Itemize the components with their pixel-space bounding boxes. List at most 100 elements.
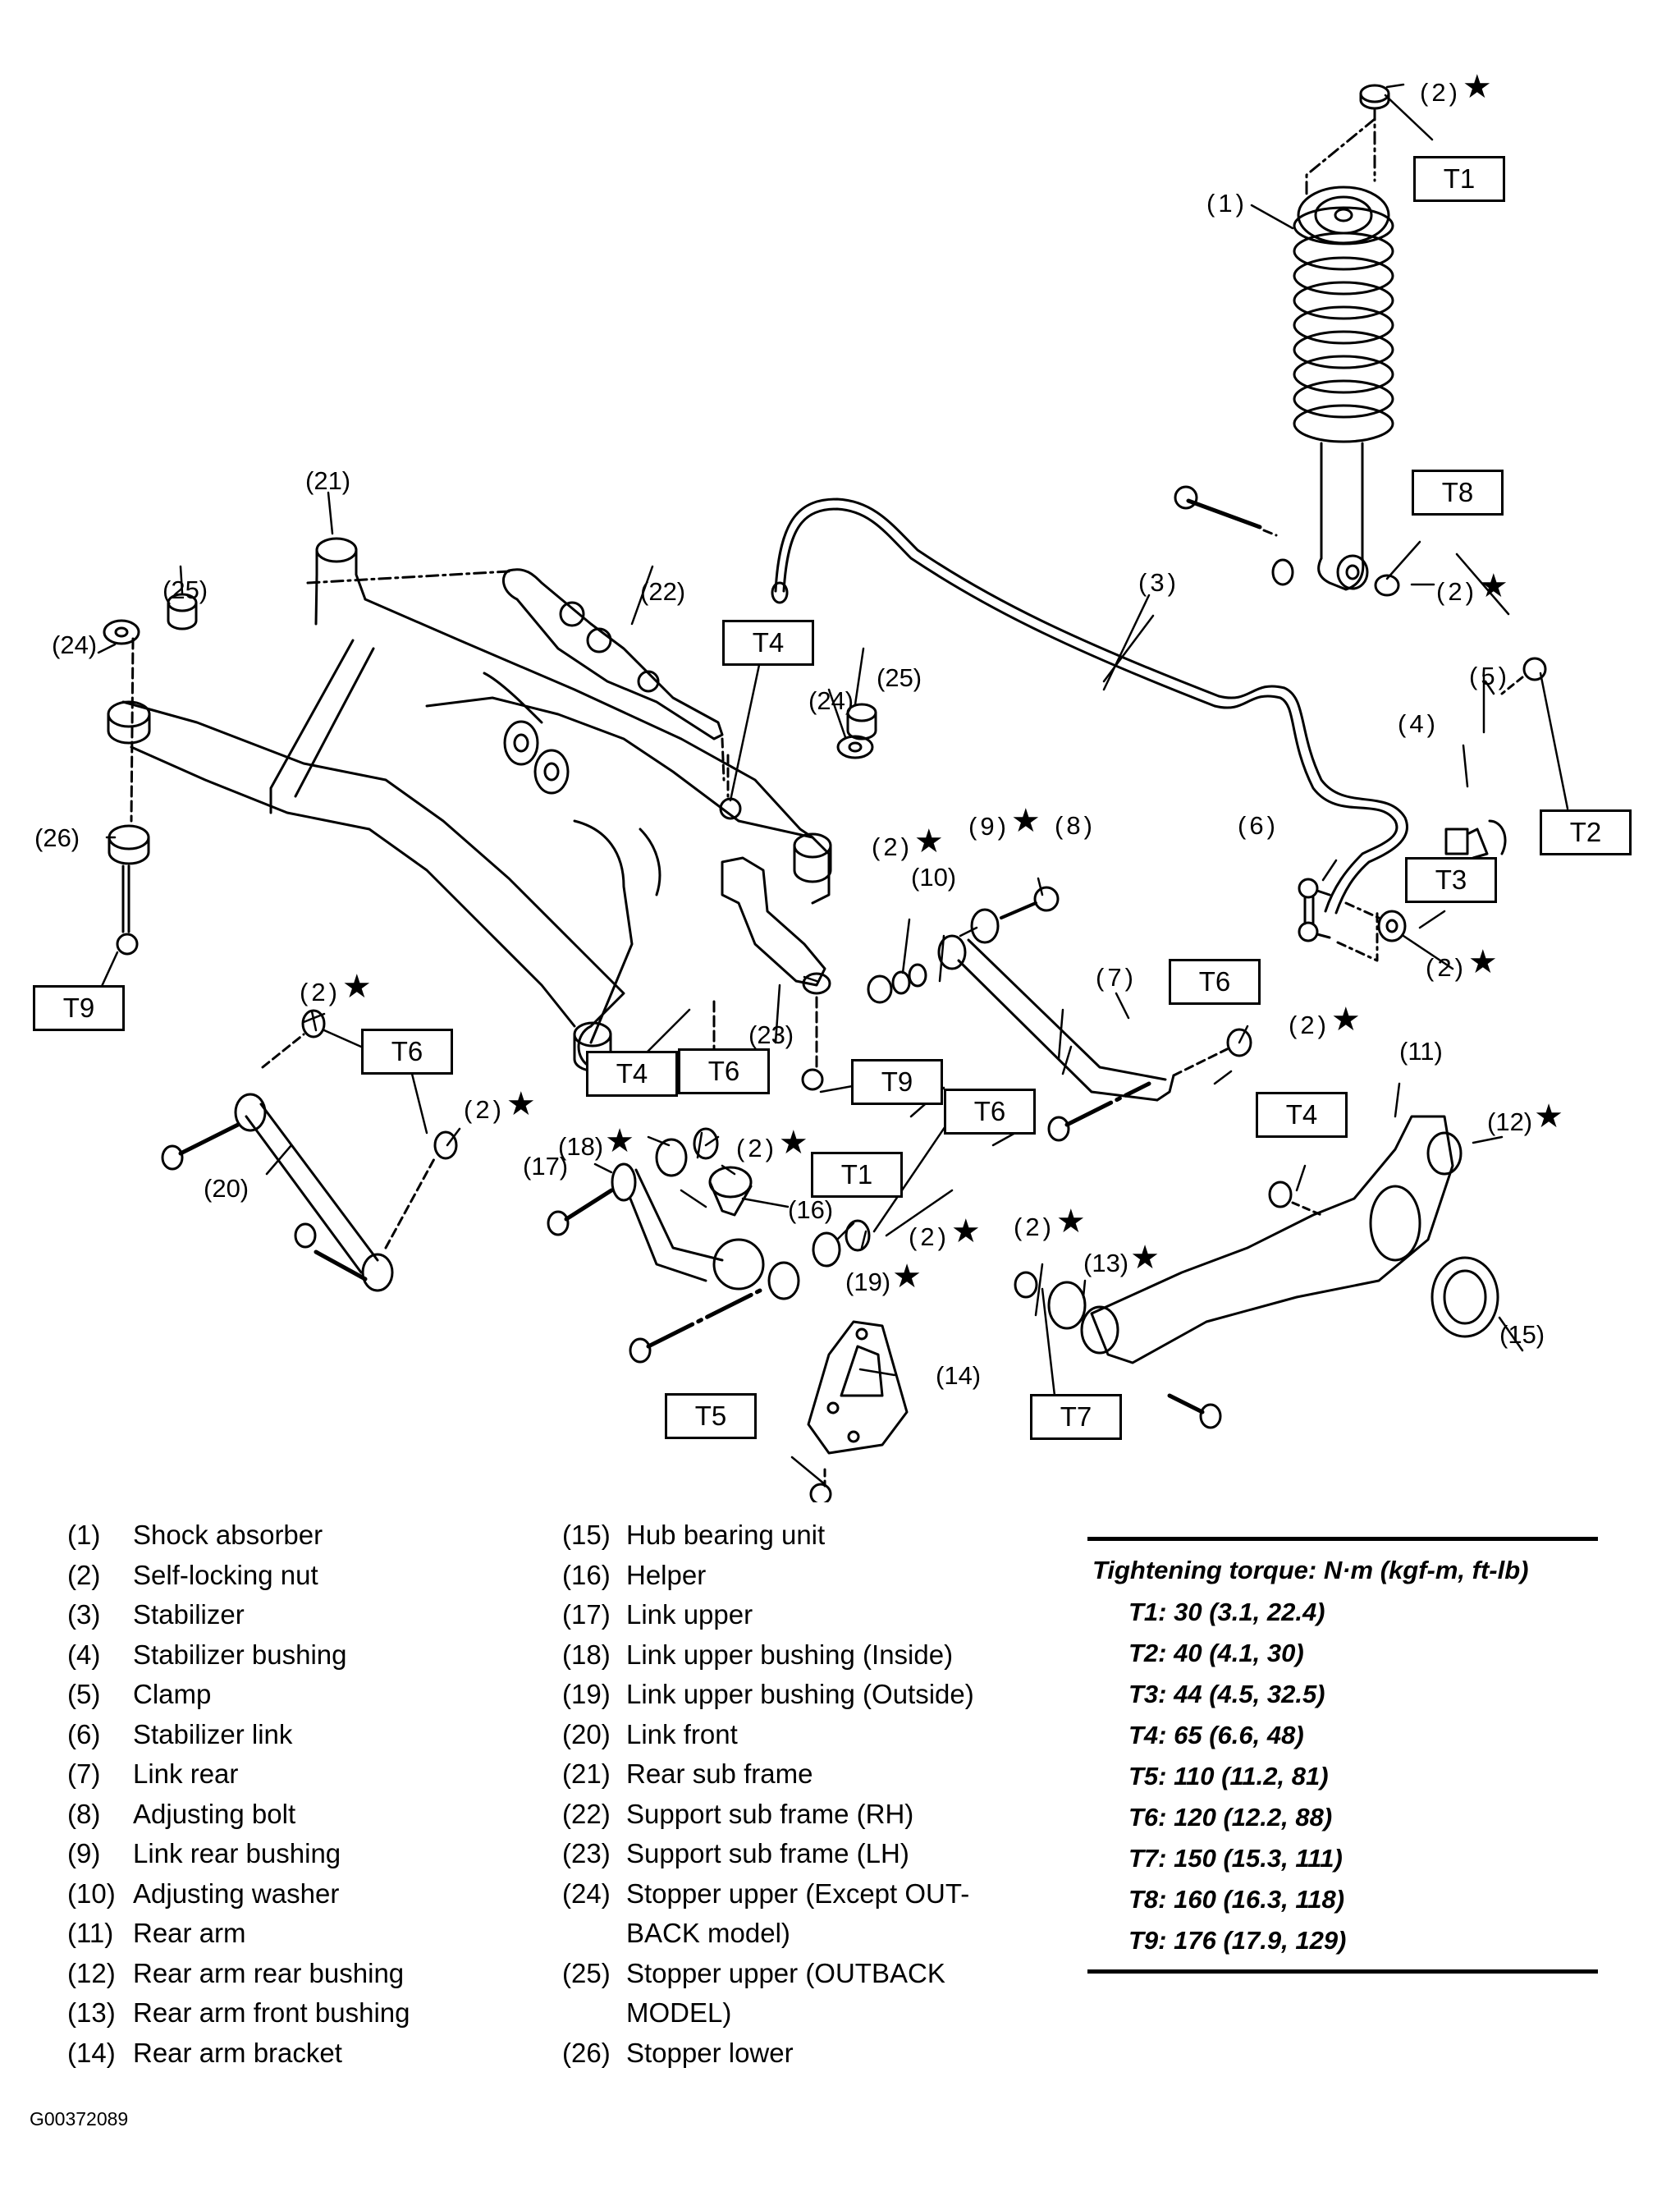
legend-number: (11): [67, 1918, 114, 1948]
torque-tag-t6-link-upper[interactable]: T6: [678, 1048, 770, 1094]
top-rule: [1087, 1537, 1598, 1541]
legend-number: (20): [562, 1718, 611, 1749]
callout-1: (1): [1206, 189, 1247, 218]
torque-tag-t6-link-rear-inner[interactable]: T6: [944, 1089, 1036, 1135]
legend-name: Stabilizer: [133, 1599, 245, 1630]
legend-item: (20) Link front: [562, 1715, 974, 1755]
shock-absorber-drawing: [1174, 84, 1400, 597]
torque-tag-t4-rear-arm[interactable]: T4: [1256, 1092, 1348, 1138]
torque-tag-t8[interactable]: T8: [1412, 470, 1504, 516]
legend-number: (24): [562, 1878, 611, 1909]
torque-row-t6: T6: 120 (12.2, 88): [1128, 1803, 1333, 1832]
helper-drawing: [708, 1166, 753, 1217]
torque-tag-t1-shock[interactable]: T1: [1413, 156, 1505, 202]
legend-name: Link rear bushing: [133, 1838, 341, 1868]
torque-tag-t4-rh[interactable]: T4: [722, 620, 814, 666]
rear-sub-frame-drawing: [107, 537, 832, 1072]
torque-tag-t6-link-front[interactable]: T6: [361, 1029, 453, 1075]
legend-number: (23): [562, 1838, 611, 1868]
torque-tag-t1-helper[interactable]: T1: [811, 1152, 903, 1198]
legend-number: (8): [67, 1798, 101, 1829]
legend-item: (17)Link upper: [562, 1595, 974, 1635]
torque-row-t2: T2: 40 (4.1, 30): [1128, 1639, 1304, 1667]
legend-name: Stabilizer link: [133, 1718, 293, 1749]
callout-5: (5): [1469, 662, 1510, 690]
callout-7: (7): [1096, 963, 1137, 992]
link-front-drawing: [161, 1009, 458, 1292]
callout-19: (19)★: [845, 1259, 922, 1296]
link-upper-drawing: [547, 1127, 871, 1364]
coil-spring-drawing: [1293, 206, 1394, 443]
torque-tag-t6-link-rear-outer[interactable]: T6: [1169, 959, 1261, 1005]
legend-number: (19): [562, 1679, 611, 1709]
torque-row-t5: T5: 110 (11.2, 81): [1128, 1762, 1329, 1790]
legend-item: (21)Rear sub frame: [562, 1754, 974, 1795]
callout-2-link-upper-outer: (2)★: [909, 1213, 981, 1251]
legend-name: Stopper upper (Except OUT-: [626, 1878, 970, 1909]
legend-name-continuation: MODEL): [626, 1997, 732, 2028]
rear-arm-drawing: [1014, 1115, 1499, 1429]
torque-row-t8: T8: 160 (16.3, 118): [1128, 1885, 1345, 1914]
stopper-drawing: [103, 593, 877, 956]
legend-number: (26): [562, 2037, 611, 2068]
star-icon: ★: [1130, 1240, 1160, 1276]
suspension-exploded-diagram: (2)★ (1) (2)★ (3) (5) (4) (6) (2)★ (2)★ …: [33, 71, 1632, 1502]
legend-item: (10)Adjusting washer: [49, 1874, 410, 1914]
rear-arm-bracket-drawing: [807, 1320, 909, 1502]
callout-8: (8): [1055, 811, 1096, 840]
callout-2-rear-arm: (2)★: [1014, 1204, 1086, 1241]
legend-item: (23)Support sub frame (LH): [562, 1834, 974, 1874]
legend-item: (5)Clamp: [49, 1675, 410, 1715]
legend-number: (12): [67, 1957, 116, 1988]
legend-number: (14): [67, 2037, 116, 2068]
callout-10: (10): [911, 863, 957, 892]
callout-13: (13)★: [1083, 1240, 1160, 1277]
legend-number: (7): [67, 1758, 101, 1789]
legend-name: Hub bearing unit: [626, 1520, 826, 1550]
legend-name: Shock absorber: [133, 1520, 323, 1550]
legend-item: (26)Stopper lower: [562, 2033, 974, 2074]
torque-tag-t3[interactable]: T3: [1405, 857, 1497, 903]
torque-tag-t7[interactable]: T7: [1030, 1394, 1122, 1440]
callout-2-shock-bottom: (2)★: [1436, 568, 1508, 606]
callout-9: (9)★: [968, 803, 1041, 841]
leader-lines: [97, 83, 1569, 1486]
callout-23: (23): [748, 1020, 794, 1049]
legend-number: (3): [67, 1599, 101, 1630]
legend-name: Support sub frame (RH): [626, 1798, 914, 1829]
callout-2-stab-link: (2)★: [1426, 944, 1498, 982]
callout-14: (14): [936, 1361, 982, 1390]
legend-item: (13)Rear arm front bushing: [49, 1993, 410, 2033]
legend-number: (6): [67, 1718, 101, 1749]
legend-item: (18)Link upper bushing (Inside): [562, 1635, 974, 1676]
torque-tag-t9-center[interactable]: T9: [851, 1059, 943, 1105]
legend-item: (15)Hub bearing unit: [562, 1515, 974, 1556]
legend-number: (13): [67, 1997, 116, 2028]
star-icon: ★: [1534, 1098, 1563, 1135]
legend-name: Self-locking nut: [133, 1559, 318, 1590]
torque-tag-t2[interactable]: T2: [1540, 809, 1632, 855]
star-icon: ★: [950, 1213, 981, 1249]
callout-2-link-front-bottom: (2)★: [464, 1086, 536, 1124]
legend-name: Link upper bushing (Outside): [626, 1679, 974, 1709]
legend-name: Link front: [626, 1718, 738, 1749]
torque-tag-t9-left[interactable]: T9: [33, 985, 125, 1031]
star-icon: ★: [1478, 568, 1508, 604]
star-icon: ★: [605, 1123, 634, 1159]
legend-item: (11)Rear arm: [49, 1914, 410, 1954]
legend-number: (22): [562, 1798, 611, 1829]
torque-tag-t4-lh[interactable]: T4: [586, 1051, 678, 1097]
stabilizer-bar-drawing: [771, 497, 1408, 915]
legend-name: Rear arm bracket: [133, 2037, 342, 2068]
callout-17: (17): [523, 1152, 569, 1181]
star-icon: ★: [892, 1259, 922, 1295]
legend-name: Link upper: [626, 1599, 753, 1630]
callout-3: (3): [1138, 568, 1179, 597]
legend-number: (5): [67, 1679, 101, 1709]
torque-row-t3: T3: 44 (4.5, 32.5): [1128, 1680, 1325, 1708]
torque-tag-t5[interactable]: T5: [665, 1393, 757, 1439]
callout-21: (21): [305, 466, 351, 495]
legend-number: (16): [562, 1559, 611, 1590]
torque-table-title: Tightening torque: N·m (kgf-m, ft-lb): [1092, 1556, 1529, 1584]
callout-25-left: (25): [163, 575, 208, 604]
